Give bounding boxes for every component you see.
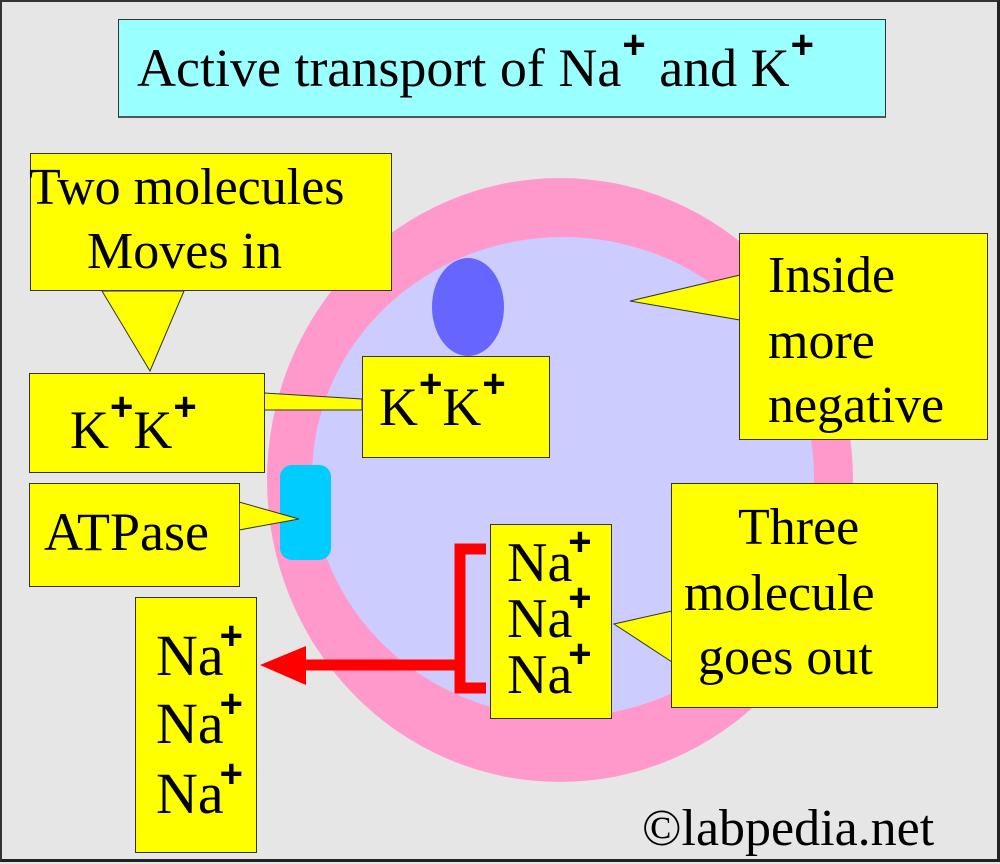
- efflux-arrow-head: [260, 646, 306, 685]
- callout-two-molecules: Two molecules Moves in: [29, 153, 392, 291]
- callout-three-line1: Three: [738, 499, 860, 556]
- callout-inside-line2: more: [768, 313, 875, 370]
- atpase-pump: [280, 465, 331, 560]
- callout-three-molecules: Three molecule goes out: [671, 483, 938, 708]
- na-ions-outside: Na+ Na+ Na+: [135, 597, 257, 853]
- callout-inside-line3: negative: [768, 377, 945, 434]
- callout-two-molecules-line1: Two molecules: [29, 159, 345, 216]
- callout-three-line3: goes out: [698, 629, 873, 686]
- na-ion-outside-3: Na+: [156, 752, 243, 826]
- na-ion-inside-1: Na+: [507, 520, 592, 594]
- na-bracket: [454, 543, 486, 694]
- na-ions-inside: Na+ Na+ Na+: [490, 520, 612, 719]
- na-ion-inside-2: Na+: [507, 576, 592, 650]
- k-ions-inside: K+K+: [362, 356, 550, 458]
- watermark: ©labpedia.net: [642, 800, 935, 857]
- callout-three-line2: molecule: [684, 565, 875, 622]
- k-ions-outside: K+K+: [29, 373, 265, 473]
- k-ions-inside-text: K+K+: [379, 362, 506, 437]
- callout-atpase-label: ATPase: [44, 502, 209, 562]
- na-ion-inside-3: Na+: [507, 632, 592, 706]
- na-ion-outside-2: Na+: [156, 682, 243, 756]
- callout-two-molecules-line2: Moves in: [87, 223, 282, 280]
- callout-atpase: ATPase: [29, 483, 240, 587]
- callout-pointer-two-molecules: [101, 290, 185, 373]
- callout-inside-line1: Inside: [768, 247, 896, 304]
- nucleus: [432, 258, 504, 356]
- na-ion-outside-1: Na+: [156, 614, 243, 688]
- page-title: Active transport of Na+ and K+: [137, 23, 815, 98]
- title-box: Active transport of Na+ and K+: [118, 19, 886, 118]
- k-ions-outside-text: K+K+: [70, 385, 197, 460]
- callout-inside-negative: Inside more negative: [739, 233, 988, 440]
